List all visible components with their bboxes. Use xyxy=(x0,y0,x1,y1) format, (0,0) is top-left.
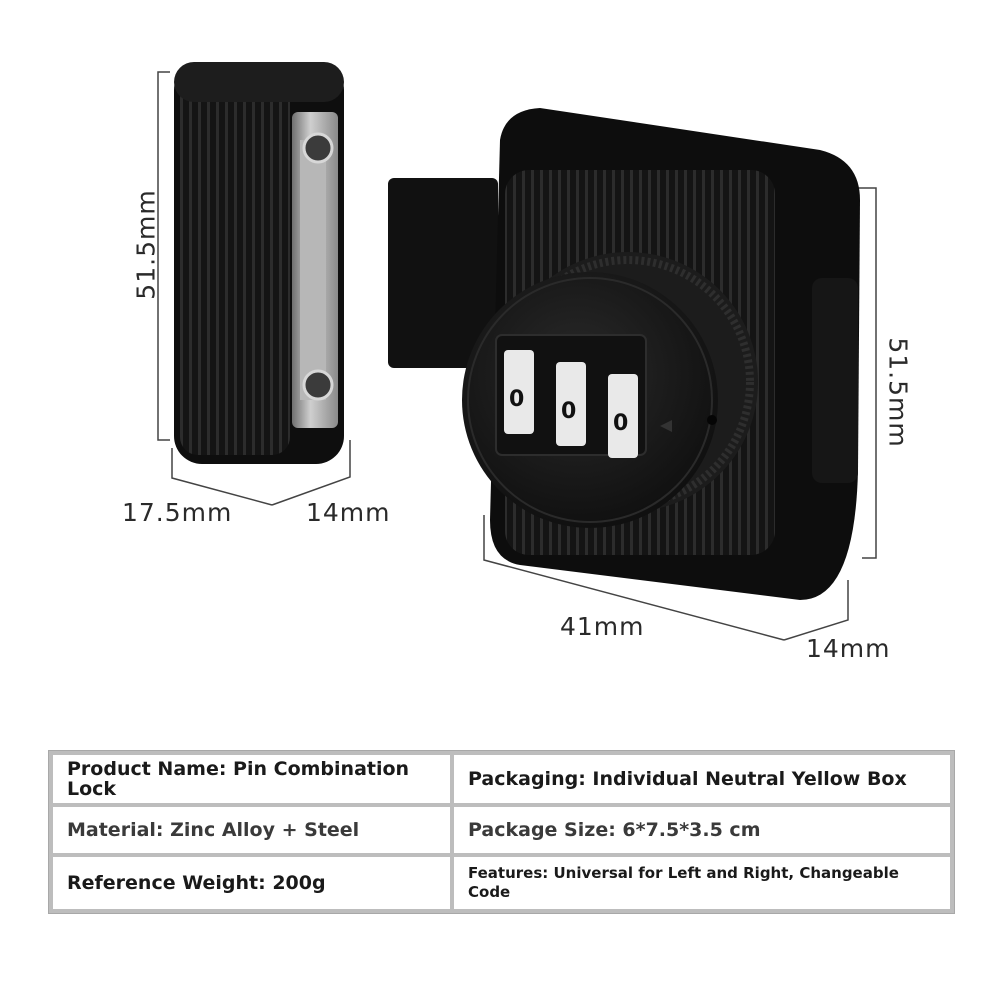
spec-cell: Packaging: Individual Neutral Yellow Box xyxy=(454,755,950,803)
spec-cell: Product Name: Pin Combination Lock xyxy=(53,755,450,803)
spec-cell: Material: Zinc Alloy + Steel xyxy=(53,807,450,853)
spec-table: Product Name: Pin Combination Lock Packa… xyxy=(48,750,955,914)
code-wheels xyxy=(504,350,638,458)
spec-cell: Package Size: 6*7.5*3.5 cm xyxy=(454,807,950,853)
spec-packaging: Packaging: Individual Neutral Yellow Box xyxy=(468,768,907,790)
spec-material: Material: Zinc Alloy + Steel xyxy=(67,819,360,841)
right-depth-label: 14mm xyxy=(806,634,891,663)
spec-product-name: Product Name: Pin Combination Lock xyxy=(67,758,410,800)
spec-weight: Reference Weight: 200g xyxy=(67,872,326,894)
right-height-label: 51.5mm xyxy=(883,337,913,448)
spec-features: Features: Universal for Left and Right, … xyxy=(468,864,899,901)
right-width-label: 41mm xyxy=(560,612,645,641)
combination-lock-body xyxy=(388,108,860,600)
spec-cell: Reference Weight: 200g xyxy=(53,857,450,909)
code-wheel-digit: 0 xyxy=(509,387,525,412)
left-dimension-lines xyxy=(157,71,351,506)
strike-plate xyxy=(174,62,344,464)
spec-package-size: Package Size: 6*7.5*3.5 cm xyxy=(468,819,761,841)
left-height-label: 51.5mm xyxy=(131,189,161,300)
spec-cell: Features: Universal for Left and Right, … xyxy=(454,857,950,909)
code-wheel-digit: 0 xyxy=(561,399,577,424)
left-depth-label: 14mm xyxy=(306,498,391,527)
code-wheel-digit: 0 xyxy=(613,411,629,436)
left-width-label: 17.5mm xyxy=(122,498,233,527)
